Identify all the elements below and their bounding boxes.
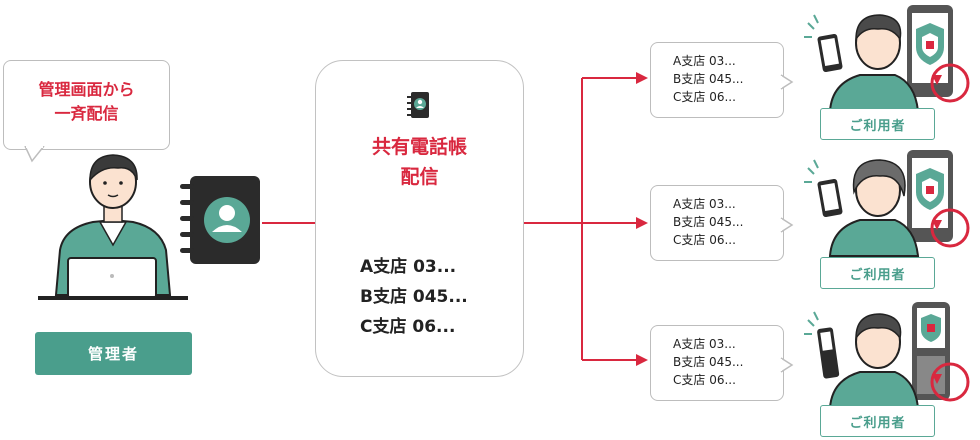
admin-bubble-line1: 管理画面から [38, 80, 135, 99]
center-entry: C支店 06... [360, 317, 456, 337]
center-entry: A支店 03... [360, 257, 457, 277]
recipient-entry: B支店 045... [673, 72, 744, 86]
recipient-bubble: A支店 03... B支店 045... C支店 06... [650, 42, 784, 118]
user-with-smartphone-illustration [804, 5, 970, 112]
recipient-bubble: A支店 03... B支店 045... C支店 06... [650, 185, 784, 261]
user-with-smartphone-illustration [804, 150, 970, 257]
admin-person-illustration [38, 154, 188, 300]
center-title-line2: 配信 [400, 166, 439, 188]
recipient-entry: A支店 03... [673, 197, 736, 211]
user-label: ご利用者 [820, 257, 935, 289]
bubble-tail [780, 357, 794, 373]
recipient-entry: B支店 045... [673, 215, 744, 229]
bubble-tail [780, 217, 794, 233]
recipient-entry: C支店 06... [673, 373, 736, 387]
user-label: ご利用者 [820, 405, 935, 437]
contact-book-icon [180, 176, 260, 264]
recipient-entry: A支店 03... [673, 54, 736, 68]
center-entry: B支店 045... [360, 287, 468, 307]
admin-speech-bubble [3, 60, 170, 150]
recipient-bubble: A支店 03... B支店 045... C支店 06... [650, 325, 784, 401]
admin-speech-bubble-tail [24, 146, 45, 163]
admin-label: 管理者 [35, 332, 192, 375]
recipient-entry: C支店 06... [673, 233, 736, 247]
center-title-line1: 共有電話帳 [371, 136, 467, 158]
user-label: ご利用者 [820, 108, 935, 140]
shared-phonebook-card: 共有電話帳 配信 A支店 03... B支店 045... C支店 06... [315, 60, 524, 377]
recipient-entry: C支店 06... [673, 90, 736, 104]
admin-bubble-line2: 一斉配信 [54, 104, 119, 123]
recipient-entry: A支店 03... [673, 337, 736, 351]
phonebook-icon [407, 92, 429, 118]
bubble-tail [780, 74, 794, 90]
user-with-feature-phone-illustration [804, 302, 970, 409]
recipient-entry: B支店 045... [673, 355, 744, 369]
